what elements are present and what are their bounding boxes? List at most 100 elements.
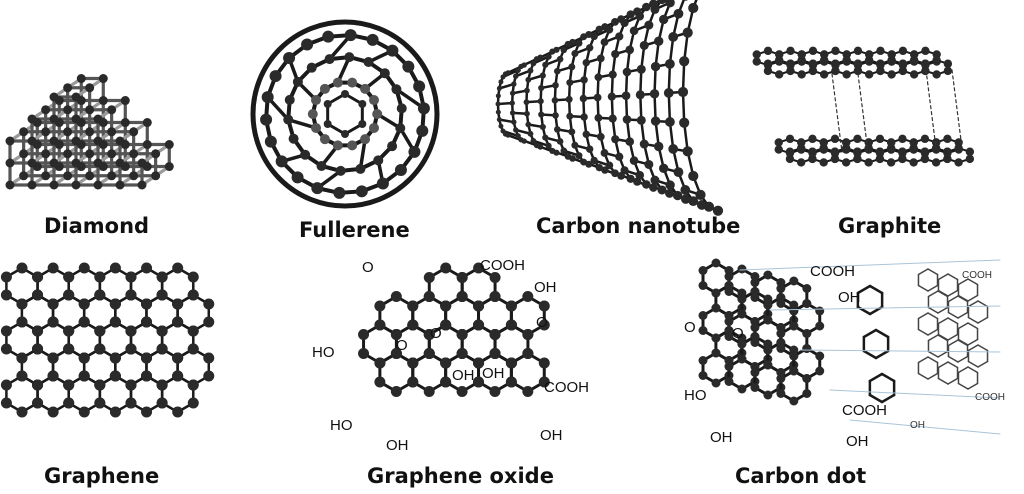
carbon-atom [842, 138, 851, 147]
carbon-atom [417, 102, 430, 115]
carbon-atom [538, 111, 545, 118]
bond [937, 273, 949, 281]
carbon-atom [71, 180, 81, 190]
carbon-atom [639, 139, 649, 149]
carbon-atom [724, 272, 734, 281]
carbon-atom [635, 90, 645, 100]
bond [868, 372, 884, 383]
carbon-atom [943, 134, 952, 144]
carbon-atom [125, 325, 137, 337]
carbon-atom [473, 262, 485, 274]
bond [927, 290, 939, 298]
carbon-atom [391, 84, 402, 95]
carbon-atom [620, 166, 629, 175]
bond [849, 419, 1001, 435]
carbon-atom [611, 49, 620, 59]
carbon-atom [763, 270, 773, 280]
carbon-atom [94, 289, 106, 301]
carbon-nanotube-label: Carbon nanotube [536, 214, 741, 238]
carbon-atom [931, 158, 941, 167]
carbon-atom [107, 171, 117, 181]
carbon-atom [440, 300, 452, 312]
carbon-atom [931, 138, 941, 147]
bond [917, 328, 929, 336]
carbon-atom [673, 8, 684, 19]
carbon-atom [657, 0, 667, 5]
carbon-atom [724, 362, 734, 371]
bond [917, 312, 929, 320]
cooh-label: COOH [810, 263, 855, 280]
carbon-atom [41, 149, 51, 159]
carbon-atom [120, 96, 130, 106]
carbon-atom [797, 138, 806, 147]
carbon-atom [545, 53, 552, 60]
carbon-atom [785, 154, 795, 164]
carbon-atom [564, 40, 572, 48]
carbon-atom [909, 57, 919, 66]
carbon-atom [525, 76, 532, 83]
bond [957, 322, 969, 330]
bond [967, 316, 979, 324]
carbon-atom [775, 50, 784, 59]
carbon-atom [489, 329, 501, 340]
carbon-atom [665, 180, 675, 190]
bond [967, 300, 979, 308]
carbon-atom [556, 138, 564, 145]
bond [829, 389, 1001, 399]
carbon-atom [887, 50, 896, 59]
carbon-atom [802, 329, 812, 338]
carbon-atom [63, 171, 73, 181]
carbon-atom [140, 298, 152, 310]
carbon-atom [416, 124, 429, 137]
carbon-atom [341, 130, 349, 138]
carbon-atom [965, 154, 975, 164]
carbon-atom [842, 145, 851, 154]
carbon-atom [750, 332, 760, 341]
carbon-atom [109, 352, 121, 364]
bond [937, 317, 949, 325]
carbon-atom [595, 163, 604, 172]
carbon-atom [264, 135, 277, 148]
carbon-atom [737, 354, 747, 364]
carbon-atom [853, 147, 862, 156]
carbon-atom [579, 94, 588, 103]
carbon-atom [156, 397, 168, 409]
carbon-atom [808, 59, 818, 68]
bond [967, 366, 979, 374]
carbon-atom [394, 163, 407, 176]
carbon-atom [260, 113, 273, 126]
o-label: O [396, 337, 408, 354]
diamond-structure [5, 74, 174, 190]
carbon-atom [358, 348, 370, 359]
carbon-atom [580, 113, 588, 121]
oh-label: OH [482, 365, 505, 382]
bond [957, 295, 969, 303]
carbon-atom [538, 319, 550, 331]
carbon-atom [500, 74, 506, 80]
carbon-atom [560, 147, 568, 154]
carbon-atom [19, 171, 29, 181]
diamond-label: Diamond [44, 214, 150, 238]
carbon-atom [355, 163, 366, 174]
carbon-atom [611, 169, 619, 178]
carbon-atom [129, 171, 139, 181]
carbon-atom [322, 30, 335, 43]
carbon-atom [307, 109, 318, 119]
carbon-atom [0, 289, 12, 301]
bond [862, 349, 878, 360]
carbon-atom [78, 352, 90, 364]
bond [868, 284, 884, 295]
carbon-atom [819, 158, 828, 167]
carbon-atom [63, 343, 75, 355]
carbon-atom [853, 154, 862, 164]
carbon-atom [698, 371, 708, 380]
carbon-atom [358, 120, 367, 128]
carbon-atom [172, 352, 184, 364]
bond [951, 69, 963, 149]
bond [947, 361, 959, 369]
bond [967, 278, 979, 286]
carbon-atom [649, 183, 658, 192]
carbon-atom [698, 311, 708, 320]
carbon-atom [527, 130, 534, 137]
